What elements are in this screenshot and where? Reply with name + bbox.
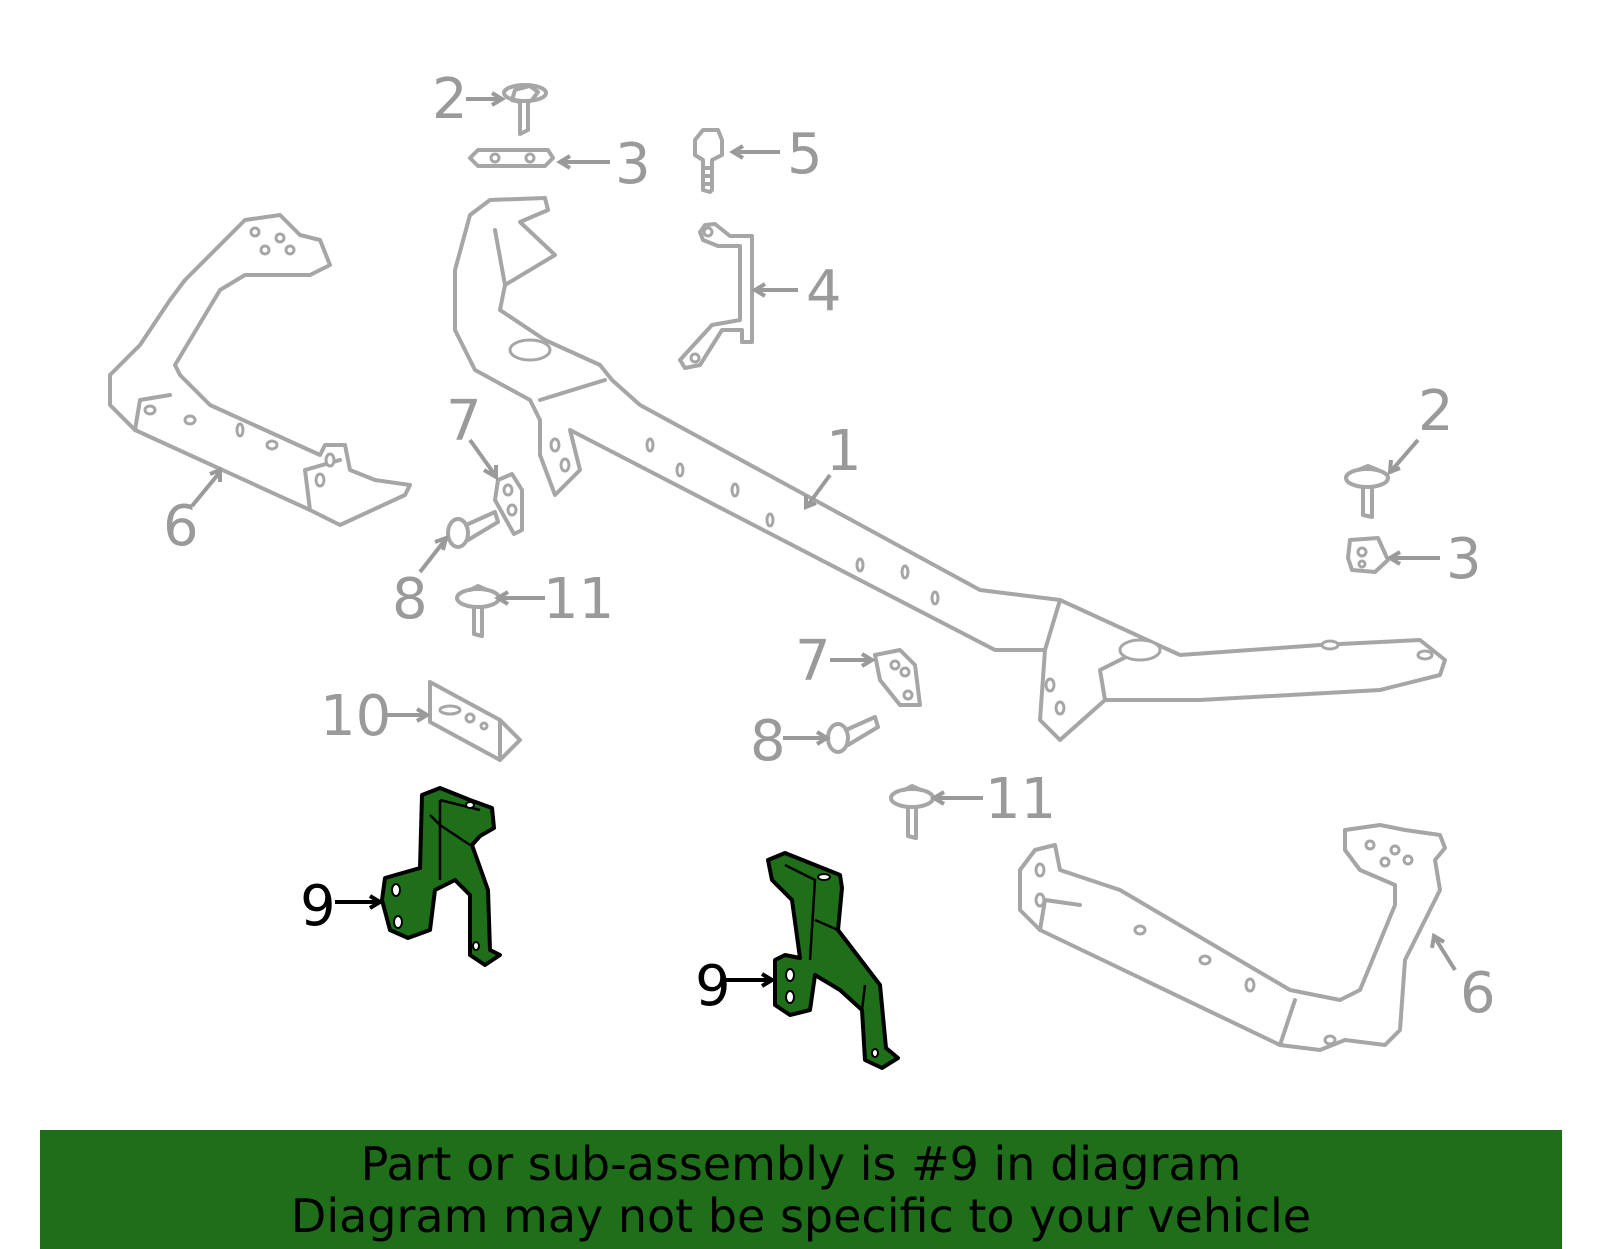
callout-11-right: 11	[985, 767, 1056, 832]
callout-7-left: 7	[446, 389, 482, 454]
part-8-bolt-right	[826, 715, 880, 754]
part-3-plate-right	[1346, 536, 1390, 574]
callout-10: 10	[320, 684, 391, 749]
part-2-bolt-top	[502, 83, 548, 136]
callout-8-right: 8	[750, 709, 786, 774]
callout-5: 5	[787, 122, 823, 187]
part-8-bolt-left	[446, 510, 500, 549]
part-9-bracket-right	[766, 851, 900, 1070]
callout-6-left: 6	[163, 494, 199, 559]
info-banner: Part or sub-assembly is #9 in diagram Di…	[40, 1130, 1562, 1249]
callout-9-left: 9	[300, 874, 336, 939]
part-5-bolt	[693, 128, 724, 194]
part-11-bolt-left	[455, 584, 501, 638]
part-4-bracket	[678, 222, 754, 370]
part-7-plate-right	[873, 648, 922, 707]
part-11-bolt-right	[889, 784, 935, 840]
callout-labels: 2 3 5 4 1 2 3 6 7 8 11 10 7 8 11 9 9 6	[163, 67, 1496, 1026]
callout-3-right: 3	[1446, 527, 1482, 592]
callout-4: 4	[806, 259, 842, 324]
parts-diagram: 2 3 5 4 1 2 3 6 7 8 11 10 7 8 11 9 9 6	[108, 67, 1496, 1070]
callout-7-right: 7	[795, 629, 831, 694]
part-3-plate-top	[468, 148, 555, 168]
callout-6-right: 6	[1460, 961, 1496, 1026]
banner-line-1: Part or sub-assembly is #9 in diagram	[360, 1136, 1242, 1191]
callout-11-left: 11	[543, 567, 614, 632]
callout-1: 1	[826, 419, 862, 484]
part-10-plate	[428, 680, 522, 762]
part-2-bolt-right	[1344, 464, 1390, 519]
callout-9-right: 9	[695, 954, 731, 1019]
part-6-lower-right-bracket	[1018, 823, 1447, 1052]
callout-8-left: 8	[392, 567, 428, 632]
callout-2-right: 2	[1418, 379, 1454, 444]
part-1-support-beam	[453, 196, 1447, 742]
part-9-bracket-left	[380, 786, 502, 967]
callout-2-top: 2	[432, 67, 468, 132]
leader-arrows	[190, 91, 1457, 988]
callout-3-top: 3	[615, 132, 651, 197]
banner-line-2: Diagram may not be specific to your vehi…	[290, 1188, 1312, 1243]
part-6-upper-left-bracket	[108, 213, 412, 527]
part-7-plate-left	[493, 472, 524, 536]
